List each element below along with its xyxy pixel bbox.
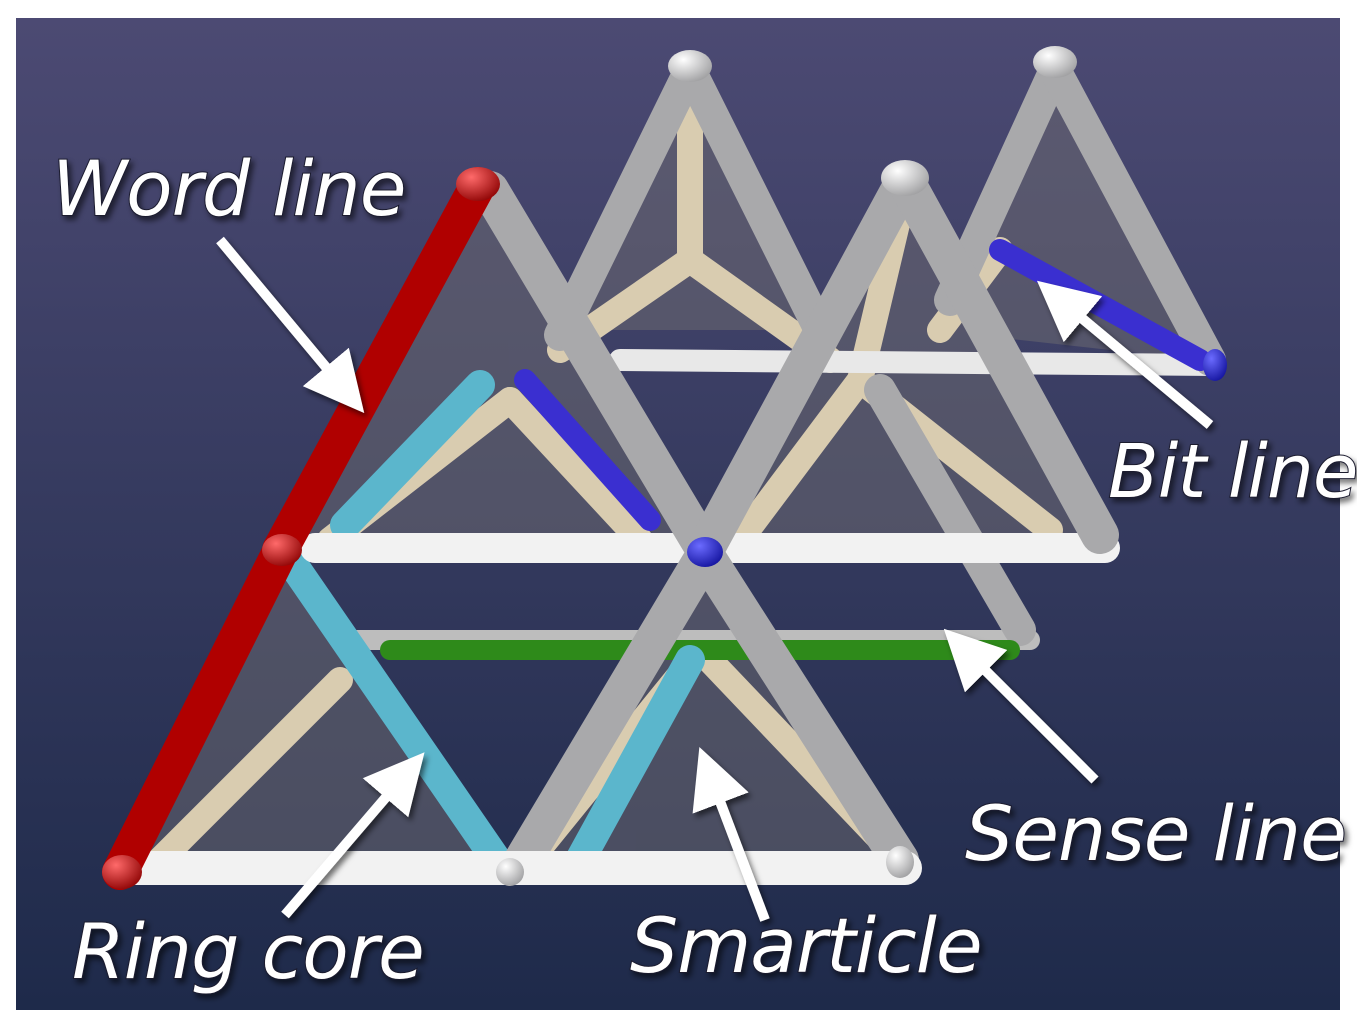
lattice-joints [102, 46, 1227, 889]
bit-line-arrow [1036, 280, 1214, 429]
smarticle-label: Smarticle [630, 901, 982, 990]
sense-line-label: Sense line [965, 789, 1346, 878]
front-frame-rods [471, 161, 1119, 884]
bit-line-label: Bit line [1108, 429, 1357, 515]
word-line-arrow [216, 236, 365, 414]
ring-core-arrow [281, 752, 425, 919]
word-line-rod [102, 167, 496, 890]
callout-arrows [216, 236, 1214, 922]
word-line-label: Word line [52, 144, 405, 233]
smarticle-arrow [692, 746, 770, 922]
ring-core-rods [275, 370, 705, 880]
back-frame-rods [544, 54, 1226, 646]
sense-line-arrow [943, 628, 1099, 784]
ring-core-label: Ring core [72, 907, 424, 996]
